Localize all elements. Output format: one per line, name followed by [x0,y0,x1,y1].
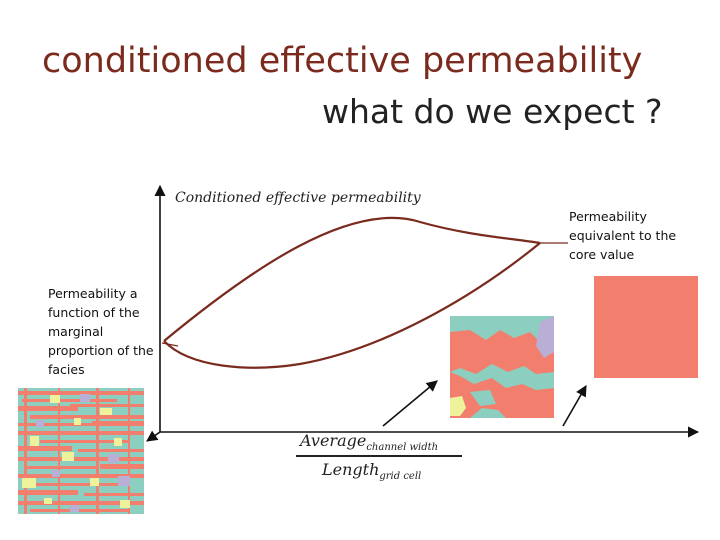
denominator-text: Length [322,459,380,479]
numerator-text: Average [300,431,367,450]
slide-title-line1: conditioned effective permeability [42,41,643,81]
facies-channel-image [450,316,554,418]
y-axis-title: Conditioned effective permeability [175,190,421,206]
x-axis-numerator: Averagechannel width [296,431,462,453]
x-axis-label: Averagechannel width Lengthgrid cell [296,431,462,482]
left-note-leader [161,342,179,347]
denominator-subscript: grid cell [379,470,422,482]
x-axis-denominator: Lengthgrid cell [296,460,462,482]
upper-curve [163,216,541,342]
numerator-subscript: channel width [366,442,439,454]
pointer-arrow-right [562,385,587,427]
slide-title-line2: what do we expect ? [322,92,663,131]
fraction-bar [296,455,462,457]
core-value-image [594,276,698,378]
pointer-arrow-middle [382,380,438,427]
right-annotation: Permeability equivalent to the core valu… [569,209,677,262]
lower-curve [163,242,541,369]
pointer-arrow-origin [146,430,161,442]
facies-noise-image [18,388,144,514]
left-annotation: Permeability a function of the marginal … [48,286,154,377]
